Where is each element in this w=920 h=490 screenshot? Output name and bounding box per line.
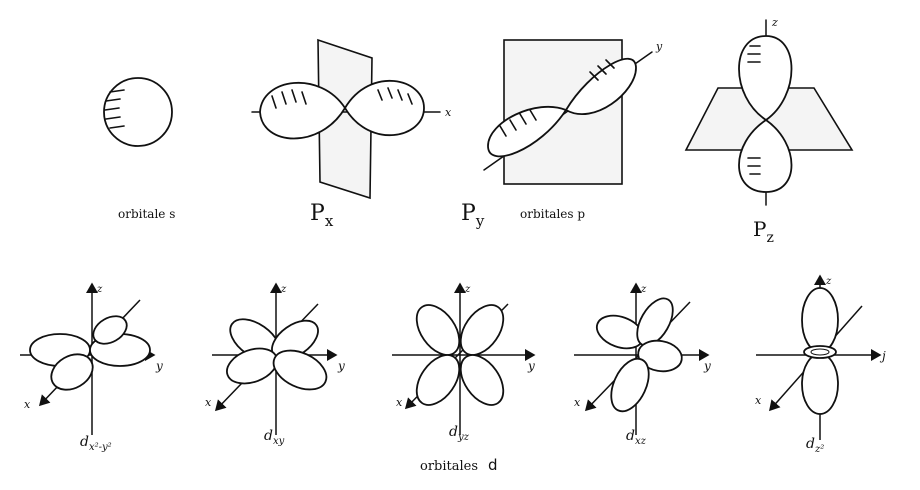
axis-y-py: y bbox=[655, 40, 663, 53]
axis-y-d1: y bbox=[155, 359, 163, 373]
dx2y2-label: dx²-y² bbox=[80, 434, 112, 453]
axis-z-d2: z bbox=[280, 284, 287, 295]
py-label: Py bbox=[461, 201, 485, 230]
axis-x-d2: x bbox=[205, 396, 212, 409]
pz-label: Pz bbox=[753, 217, 774, 246]
dxz-orbital bbox=[574, 282, 710, 435]
axis-x-d5: x bbox=[755, 394, 762, 407]
axis-x-d1: x bbox=[24, 398, 31, 411]
axis-z-d4: z bbox=[640, 284, 647, 295]
axis-z-d3: z bbox=[464, 284, 471, 295]
s-caption: orbitale s bbox=[118, 207, 175, 221]
axis-y-d2: y bbox=[337, 359, 345, 373]
axis-x-d4: x bbox=[574, 396, 581, 409]
px-orbital bbox=[251, 38, 441, 200]
dyz-orbital bbox=[392, 282, 536, 435]
px-label: Px bbox=[310, 201, 334, 230]
dz2-orbital bbox=[756, 274, 882, 440]
axis-j-d5: j bbox=[879, 349, 886, 363]
axis-y-d3: y bbox=[527, 359, 535, 373]
dyz-label: dyz bbox=[449, 424, 470, 443]
dxy-label: dxy bbox=[264, 428, 285, 447]
axis-z-d5: z bbox=[825, 276, 832, 287]
axis-y-d4: y bbox=[703, 359, 711, 373]
p-caption: orbitales p bbox=[520, 207, 585, 221]
dxy-orbital bbox=[212, 282, 338, 435]
dxz-label: dxz bbox=[626, 428, 647, 447]
s-orbital bbox=[103, 77, 173, 147]
axis-z-d1: z bbox=[96, 284, 103, 295]
dx2y2-orbital bbox=[20, 282, 156, 435]
dz2-label: dz² bbox=[806, 436, 824, 455]
axis-x-px: x bbox=[445, 106, 452, 119]
axis-x-d3: x bbox=[396, 396, 403, 409]
py-orbital bbox=[483, 39, 653, 185]
pz-orbital bbox=[684, 19, 854, 206]
axis-z-pz: z bbox=[771, 16, 778, 29]
